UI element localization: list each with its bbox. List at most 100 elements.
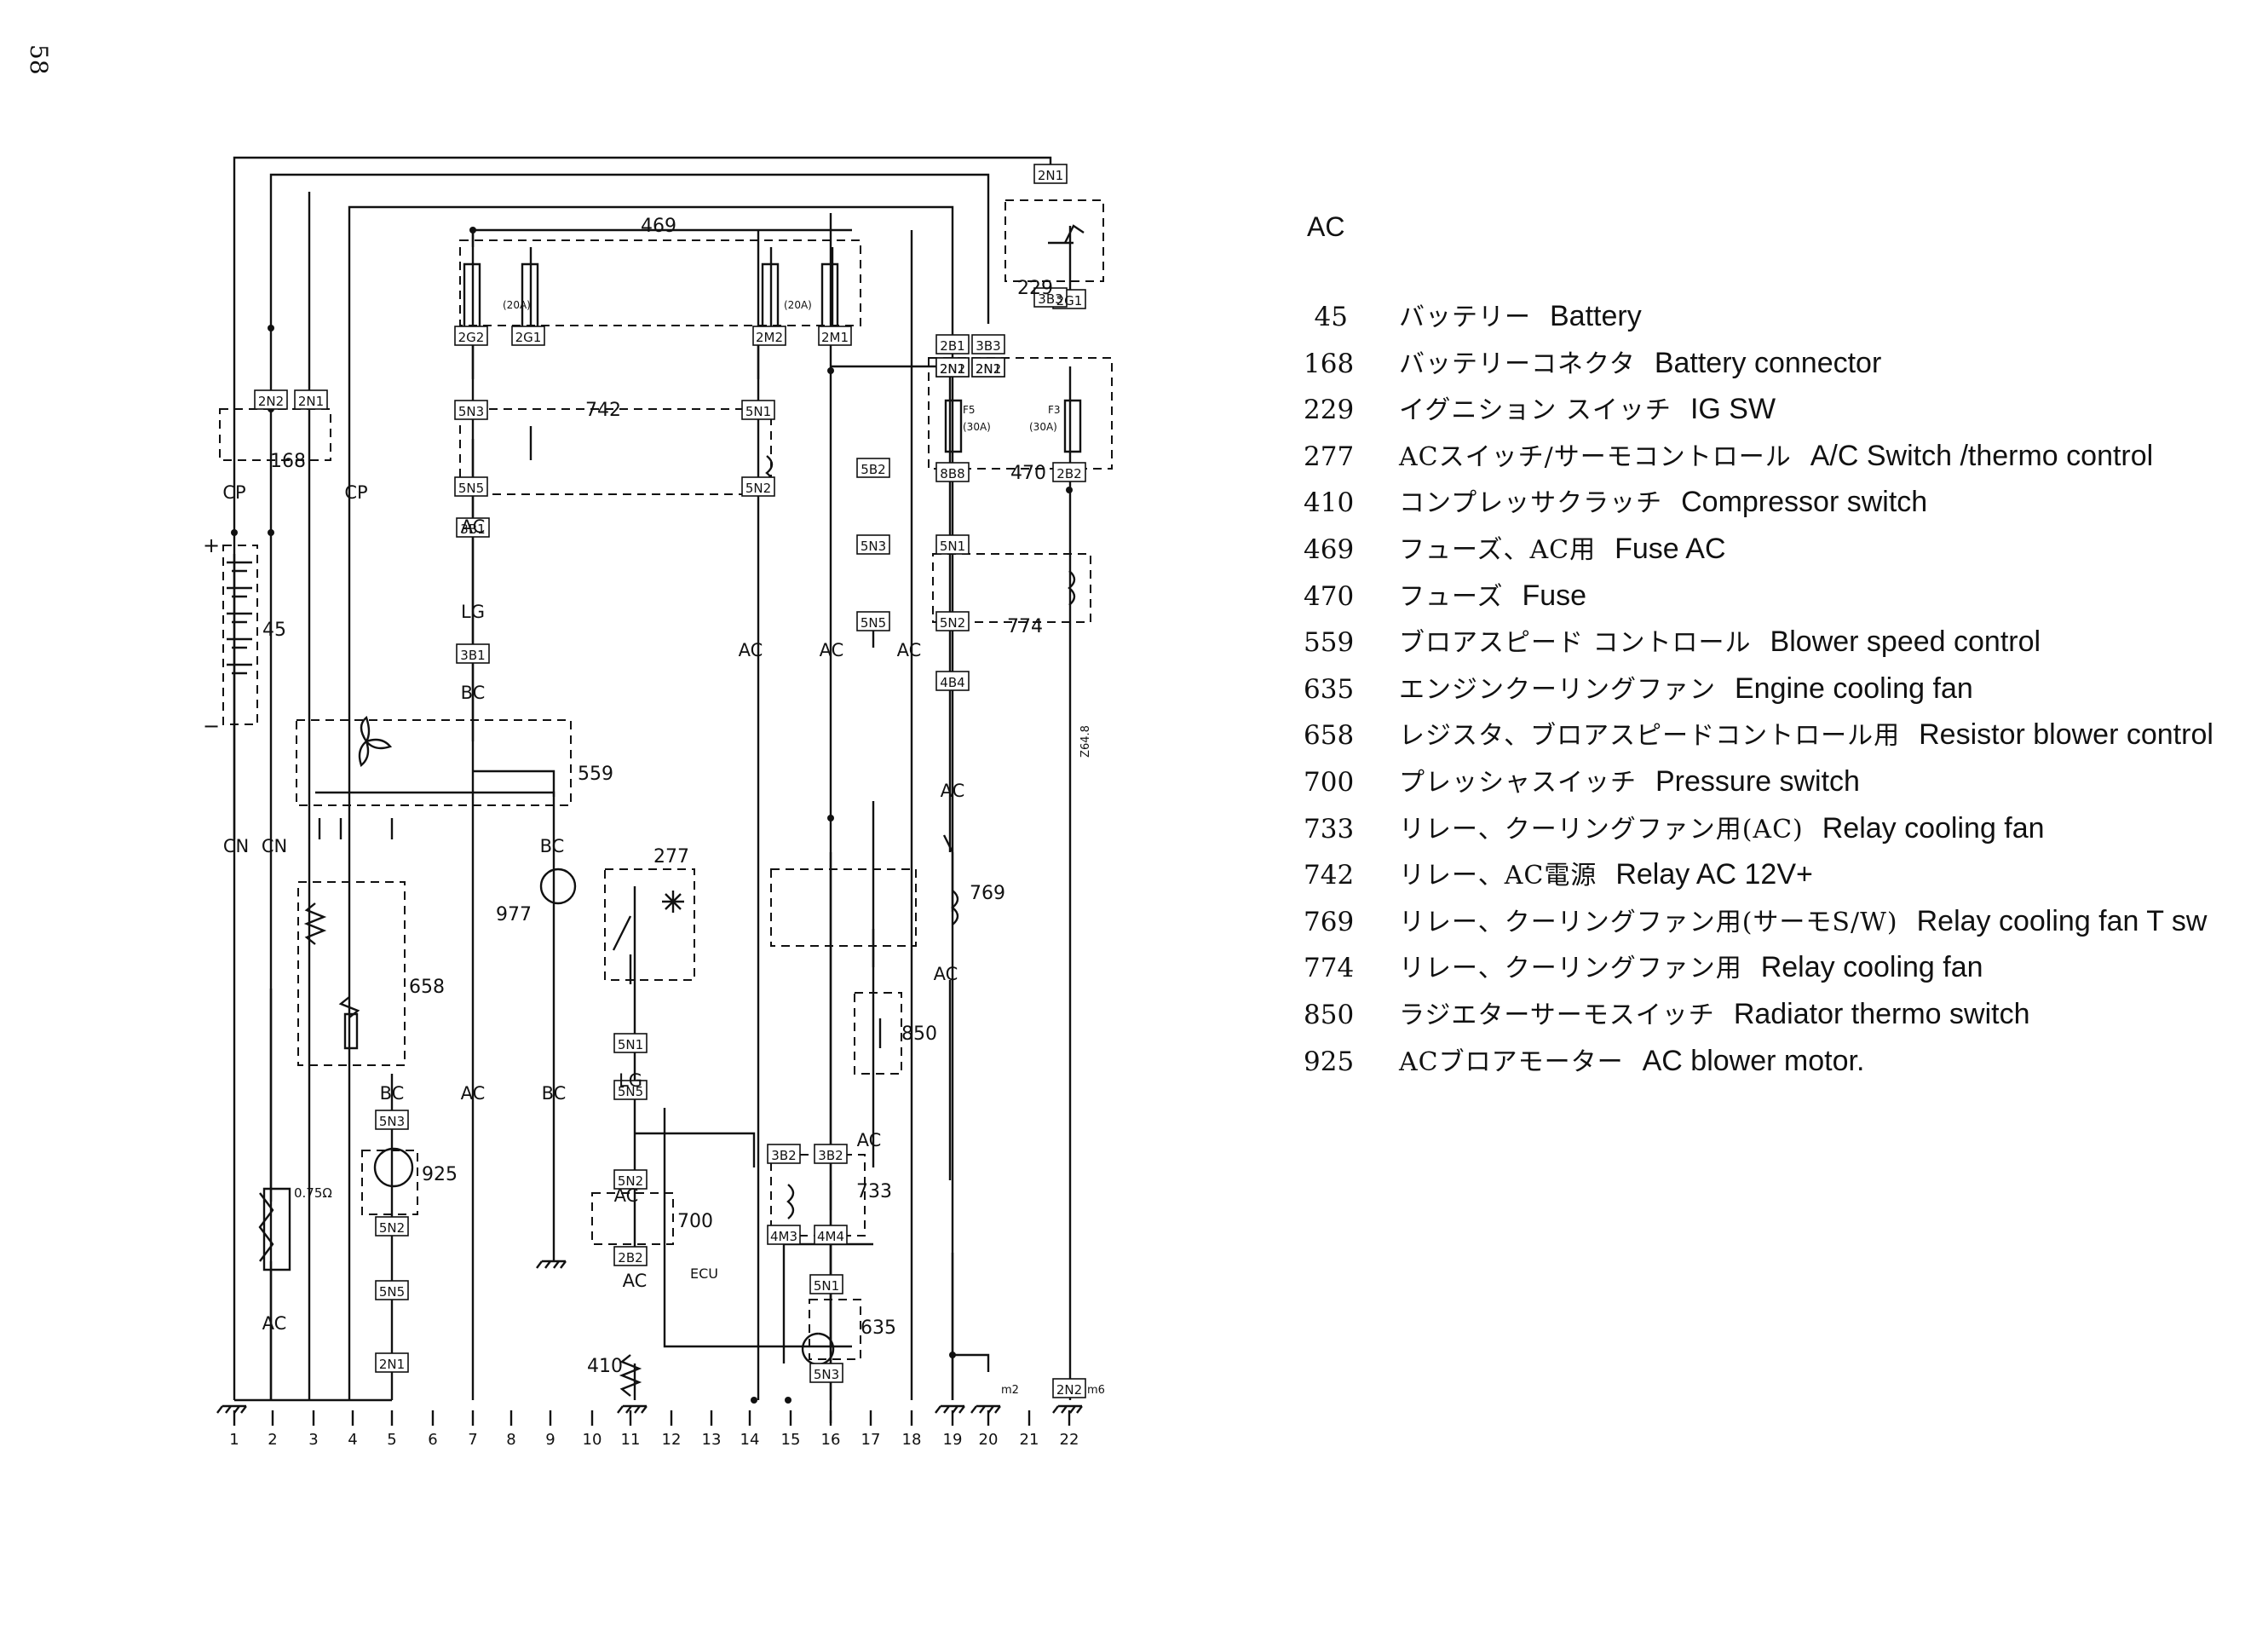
snowflake-icon: [662, 891, 684, 913]
connector-label: 8B8: [940, 466, 964, 481]
wire-label: CP: [222, 482, 245, 503]
misc-label: F3: [1048, 404, 1061, 416]
connector-label: 5N5: [458, 481, 484, 496]
connector-label: 5N1: [745, 404, 771, 419]
connector-box: [814, 1225, 848, 1245]
connector-label: 3B3: [976, 338, 1000, 354]
legend-jp: バッテリーコネクタ: [1399, 349, 1636, 379]
wire-label: AC: [614, 1185, 639, 1206]
connector-label: 2N2: [258, 394, 284, 409]
wire: [348, 205, 954, 1400]
wire-label: AC: [941, 781, 965, 801]
symbol: [944, 399, 963, 453]
symbol: [619, 1354, 642, 1397]
wire-label: CN: [262, 836, 287, 856]
fan-icon: [358, 715, 393, 768]
grid-number: 18: [902, 1431, 922, 1449]
legend-code: 635: [1304, 673, 1355, 705]
grid-number: 16: [821, 1431, 841, 1449]
connector-box: [971, 334, 1005, 355]
legend-code: 470: [1304, 580, 1355, 612]
wires: [233, 156, 1072, 1423]
legend-jp: エンジンクーリングファン: [1399, 674, 1716, 705]
wire-label: CN: [223, 836, 249, 856]
wire-label: AC: [857, 1130, 882, 1150]
legend-code: 742: [1304, 860, 1355, 891]
connector-box: [971, 357, 1005, 378]
connector-label: 5N2: [745, 481, 771, 496]
connector-box: [935, 534, 970, 555]
connector-168: [219, 408, 331, 461]
connector-label: 2N2: [1056, 1382, 1082, 1398]
component-id: 45: [262, 620, 286, 641]
legend-jp: イグニション スイッチ: [1399, 395, 1672, 426]
connector-box: [375, 1110, 409, 1130]
grid-number: 2: [268, 1431, 277, 1449]
wire-label: AC: [623, 1271, 648, 1291]
connector-label: 2N2: [940, 361, 965, 377]
grid-number: 8: [506, 1431, 515, 1449]
grid-number: 12: [662, 1431, 682, 1449]
legend-jp: ACブロアモーター: [1399, 1046, 1624, 1077]
legend-en: Relay cooling fan T sw: [1916, 904, 2208, 937]
component-id: 658: [409, 977, 445, 998]
grid-number: 5: [387, 1431, 396, 1449]
wire-label: AC: [934, 964, 958, 984]
legend-en: Relay cooling fan: [1822, 811, 2045, 845]
legend-jp: コンプレッサクラッチ: [1399, 488, 1663, 519]
component-outlines: [219, 199, 1113, 1360]
legend-jp: ACスイッチ/サーモコントロール: [1399, 441, 1792, 472]
connector-label: 5N2: [940, 615, 965, 631]
connector-label: 2G1: [1056, 293, 1083, 308]
component-id: 168: [270, 451, 306, 472]
legend-jp: ブロアスピード コントロール: [1399, 628, 1752, 659]
connector-box: [767, 1144, 801, 1164]
relay-769: [770, 868, 917, 947]
legend-title: AC: [1307, 211, 1345, 242]
misc-label: −: [203, 714, 220, 738]
component-symbols: [216, 224, 1085, 1426]
wire-label: AC: [461, 516, 486, 537]
fuse-box-470: [928, 357, 1113, 470]
connector-label: 5N3: [458, 404, 484, 419]
junction-dot: [785, 1397, 791, 1404]
connector-label: 2M1: [821, 330, 849, 345]
symbol: [1063, 224, 1085, 244]
symbol: [1068, 570, 1076, 606]
connector-label: 2N1: [976, 361, 1001, 377]
legend-en: Fuse AC: [1615, 532, 1726, 565]
wire-label: AC: [739, 640, 763, 660]
symbol: [303, 902, 327, 945]
legend-jp: フューズ: [1399, 581, 1504, 612]
connector-label: 5N3: [814, 1367, 839, 1382]
misc-label: (30A): [963, 421, 991, 433]
misc-label: ECU: [690, 1265, 718, 1282]
wire-label: CP: [344, 482, 367, 503]
legend-en: A/C Switch /thermo control: [1810, 439, 2154, 472]
connector-label: 5N2: [379, 1220, 405, 1236]
legend-jp: ラジエターサーモスイッチ: [1399, 1000, 1715, 1030]
component-id: 470: [1010, 463, 1046, 484]
legend-jp: リレー、クーリングファン用: [1399, 954, 1742, 984]
connector-label: 3B3: [1038, 291, 1062, 307]
connector-label: 3B2: [771, 1148, 796, 1163]
ground-icon: [1052, 1404, 1083, 1414]
connector-box: [456, 517, 490, 538]
wire-label: AC: [262, 1313, 287, 1334]
connector-label: 2N1: [298, 394, 324, 409]
wire: [886, 365, 952, 852]
connector-label: 2N1: [940, 361, 965, 377]
connector-label: 2B1: [940, 338, 964, 354]
wire-label: LG: [619, 1070, 642, 1091]
grid-number: 22: [1060, 1431, 1079, 1449]
connector-box: [613, 1033, 648, 1053]
symbol: [539, 868, 577, 905]
grid-number: 15: [781, 1431, 801, 1449]
